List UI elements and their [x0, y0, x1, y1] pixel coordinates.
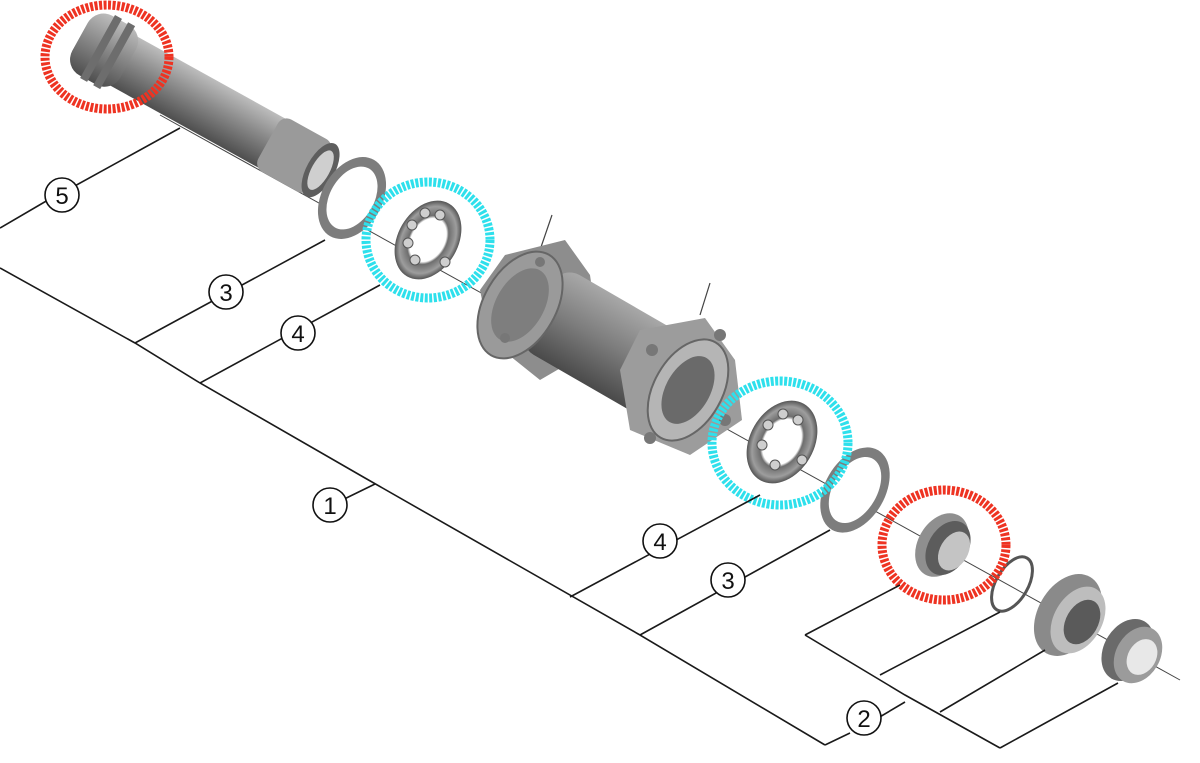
callout-label-4-left: 4 — [291, 321, 304, 348]
callout-4-left: 4 — [280, 315, 316, 351]
callout-label-3-right: 3 — [721, 568, 734, 595]
callout-label-5: 5 — [55, 183, 68, 210]
leader-lines — [0, 127, 1119, 749]
adapter-nut — [1101, 619, 1163, 684]
callout-label-3-left: 3 — [219, 280, 232, 307]
highlight-circle-red-lock-ring — [877, 485, 1011, 605]
bearing-left — [394, 200, 462, 280]
lock-ring — [915, 513, 971, 577]
hub-body — [476, 214, 742, 455]
callout-label-4-right: 4 — [653, 529, 666, 556]
highlight-circle-cyan-bearing-left — [361, 177, 495, 303]
callout-2: 2 — [846, 700, 882, 736]
callout-label-1: 1 — [323, 493, 336, 520]
washer-right — [820, 447, 890, 533]
callout-1: 1 — [312, 487, 348, 523]
callout-5: 5 — [44, 177, 80, 213]
callout-4-right: 4 — [642, 523, 678, 559]
callout-3-right: 3 — [710, 562, 746, 598]
callout-label-2: 2 — [857, 706, 870, 733]
end-cap — [1033, 574, 1106, 656]
highlight-circle-cyan-bearing-right — [707, 376, 853, 510]
highlight-circle-red-axle-end — [40, 0, 174, 114]
bearing-right — [746, 400, 818, 484]
callout-3-left: 3 — [208, 274, 244, 310]
axle — [70, 13, 340, 198]
